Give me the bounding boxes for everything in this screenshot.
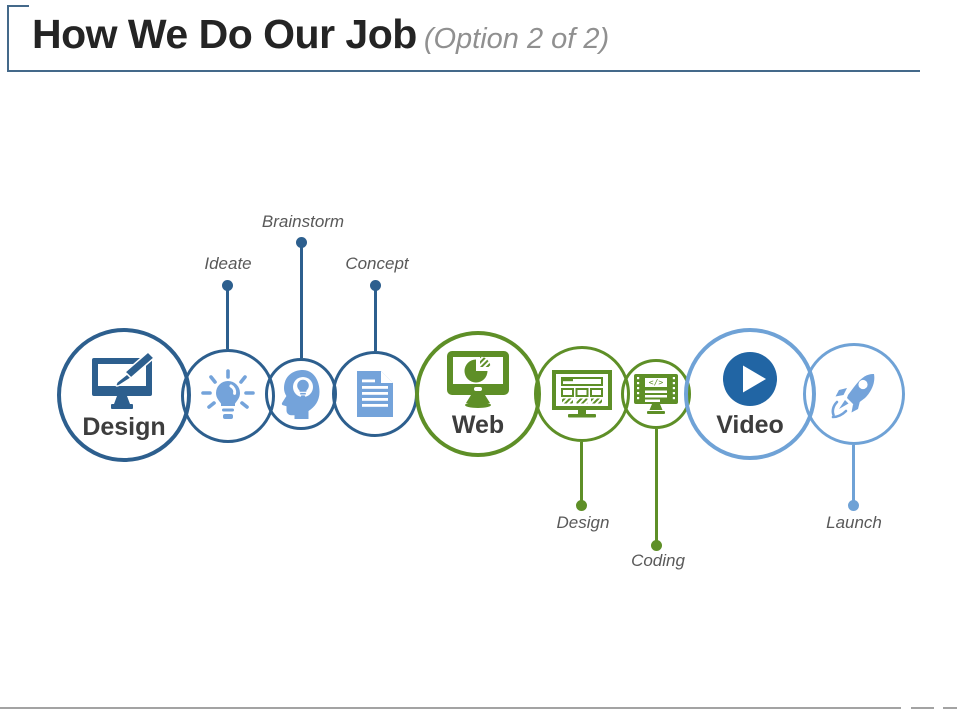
monitor-paintbrush-icon (92, 350, 156, 409)
callout-dot-coding (651, 540, 662, 551)
callout-label-ideate: Ideate (204, 254, 252, 273)
play-button-icon (723, 352, 777, 406)
callout-line-launch (852, 445, 855, 505)
monitor-code-icon: </> (634, 373, 678, 414)
monitor-pie-chart-icon (447, 351, 509, 408)
step-circle-ideate (181, 349, 275, 443)
title-text: How We Do Our Job (32, 11, 417, 57)
head-idea-icon (281, 370, 320, 419)
callout-label-web-design: Design (556, 513, 610, 532)
callout-line-coding (655, 429, 658, 545)
callout-dot-launch (848, 500, 859, 511)
stage-label-design: Design (82, 412, 166, 441)
page-title: How We Do Our Job(Option 2 of 2) (32, 11, 609, 58)
stage-circle-design: Design (57, 328, 191, 462)
step-circle-coding: </> (621, 359, 691, 429)
callout-dot-brainstorm (296, 237, 307, 248)
callout-line-ideate (226, 285, 229, 349)
stage-circle-web: Web (415, 331, 541, 457)
svg-text:</>: </> (649, 378, 664, 387)
document-icon (357, 371, 393, 417)
callout-dot-web-design (576, 500, 587, 511)
footer-line-segment (0, 707, 901, 709)
title-underline (7, 70, 920, 72)
callout-dot-concept (370, 280, 381, 291)
callout-dot-ideate (222, 280, 233, 291)
step-circle-launch (803, 343, 905, 445)
title-bracket-left (7, 5, 9, 71)
step-circle-concept (332, 351, 418, 437)
step-circle-web-design (534, 346, 630, 442)
footer-line-segment (911, 707, 934, 709)
callout-label-brainstorm: Brainstorm (261, 212, 345, 231)
title-bracket-top (7, 5, 29, 7)
stage-label-video: Video (716, 411, 784, 439)
callout-line-brainstorm (300, 242, 303, 358)
step-circle-brainstorm (265, 358, 337, 430)
stage-circle-video: Video (684, 328, 816, 460)
footer-line-segment (943, 707, 957, 709)
monitor-wireframe-icon (552, 370, 612, 418)
stage-label-web: Web (451, 411, 505, 439)
rocket-icon (831, 373, 875, 419)
callout-line-web-design (580, 442, 583, 505)
lightbulb-icon (201, 369, 255, 419)
page-subtitle: (Option 2 of 2) (423, 23, 610, 55)
callout-label-launch: Launch (826, 513, 882, 532)
callout-label-concept: Concept (345, 254, 409, 273)
callout-line-concept (374, 285, 377, 351)
callout-label-coding: Coding (631, 551, 685, 570)
